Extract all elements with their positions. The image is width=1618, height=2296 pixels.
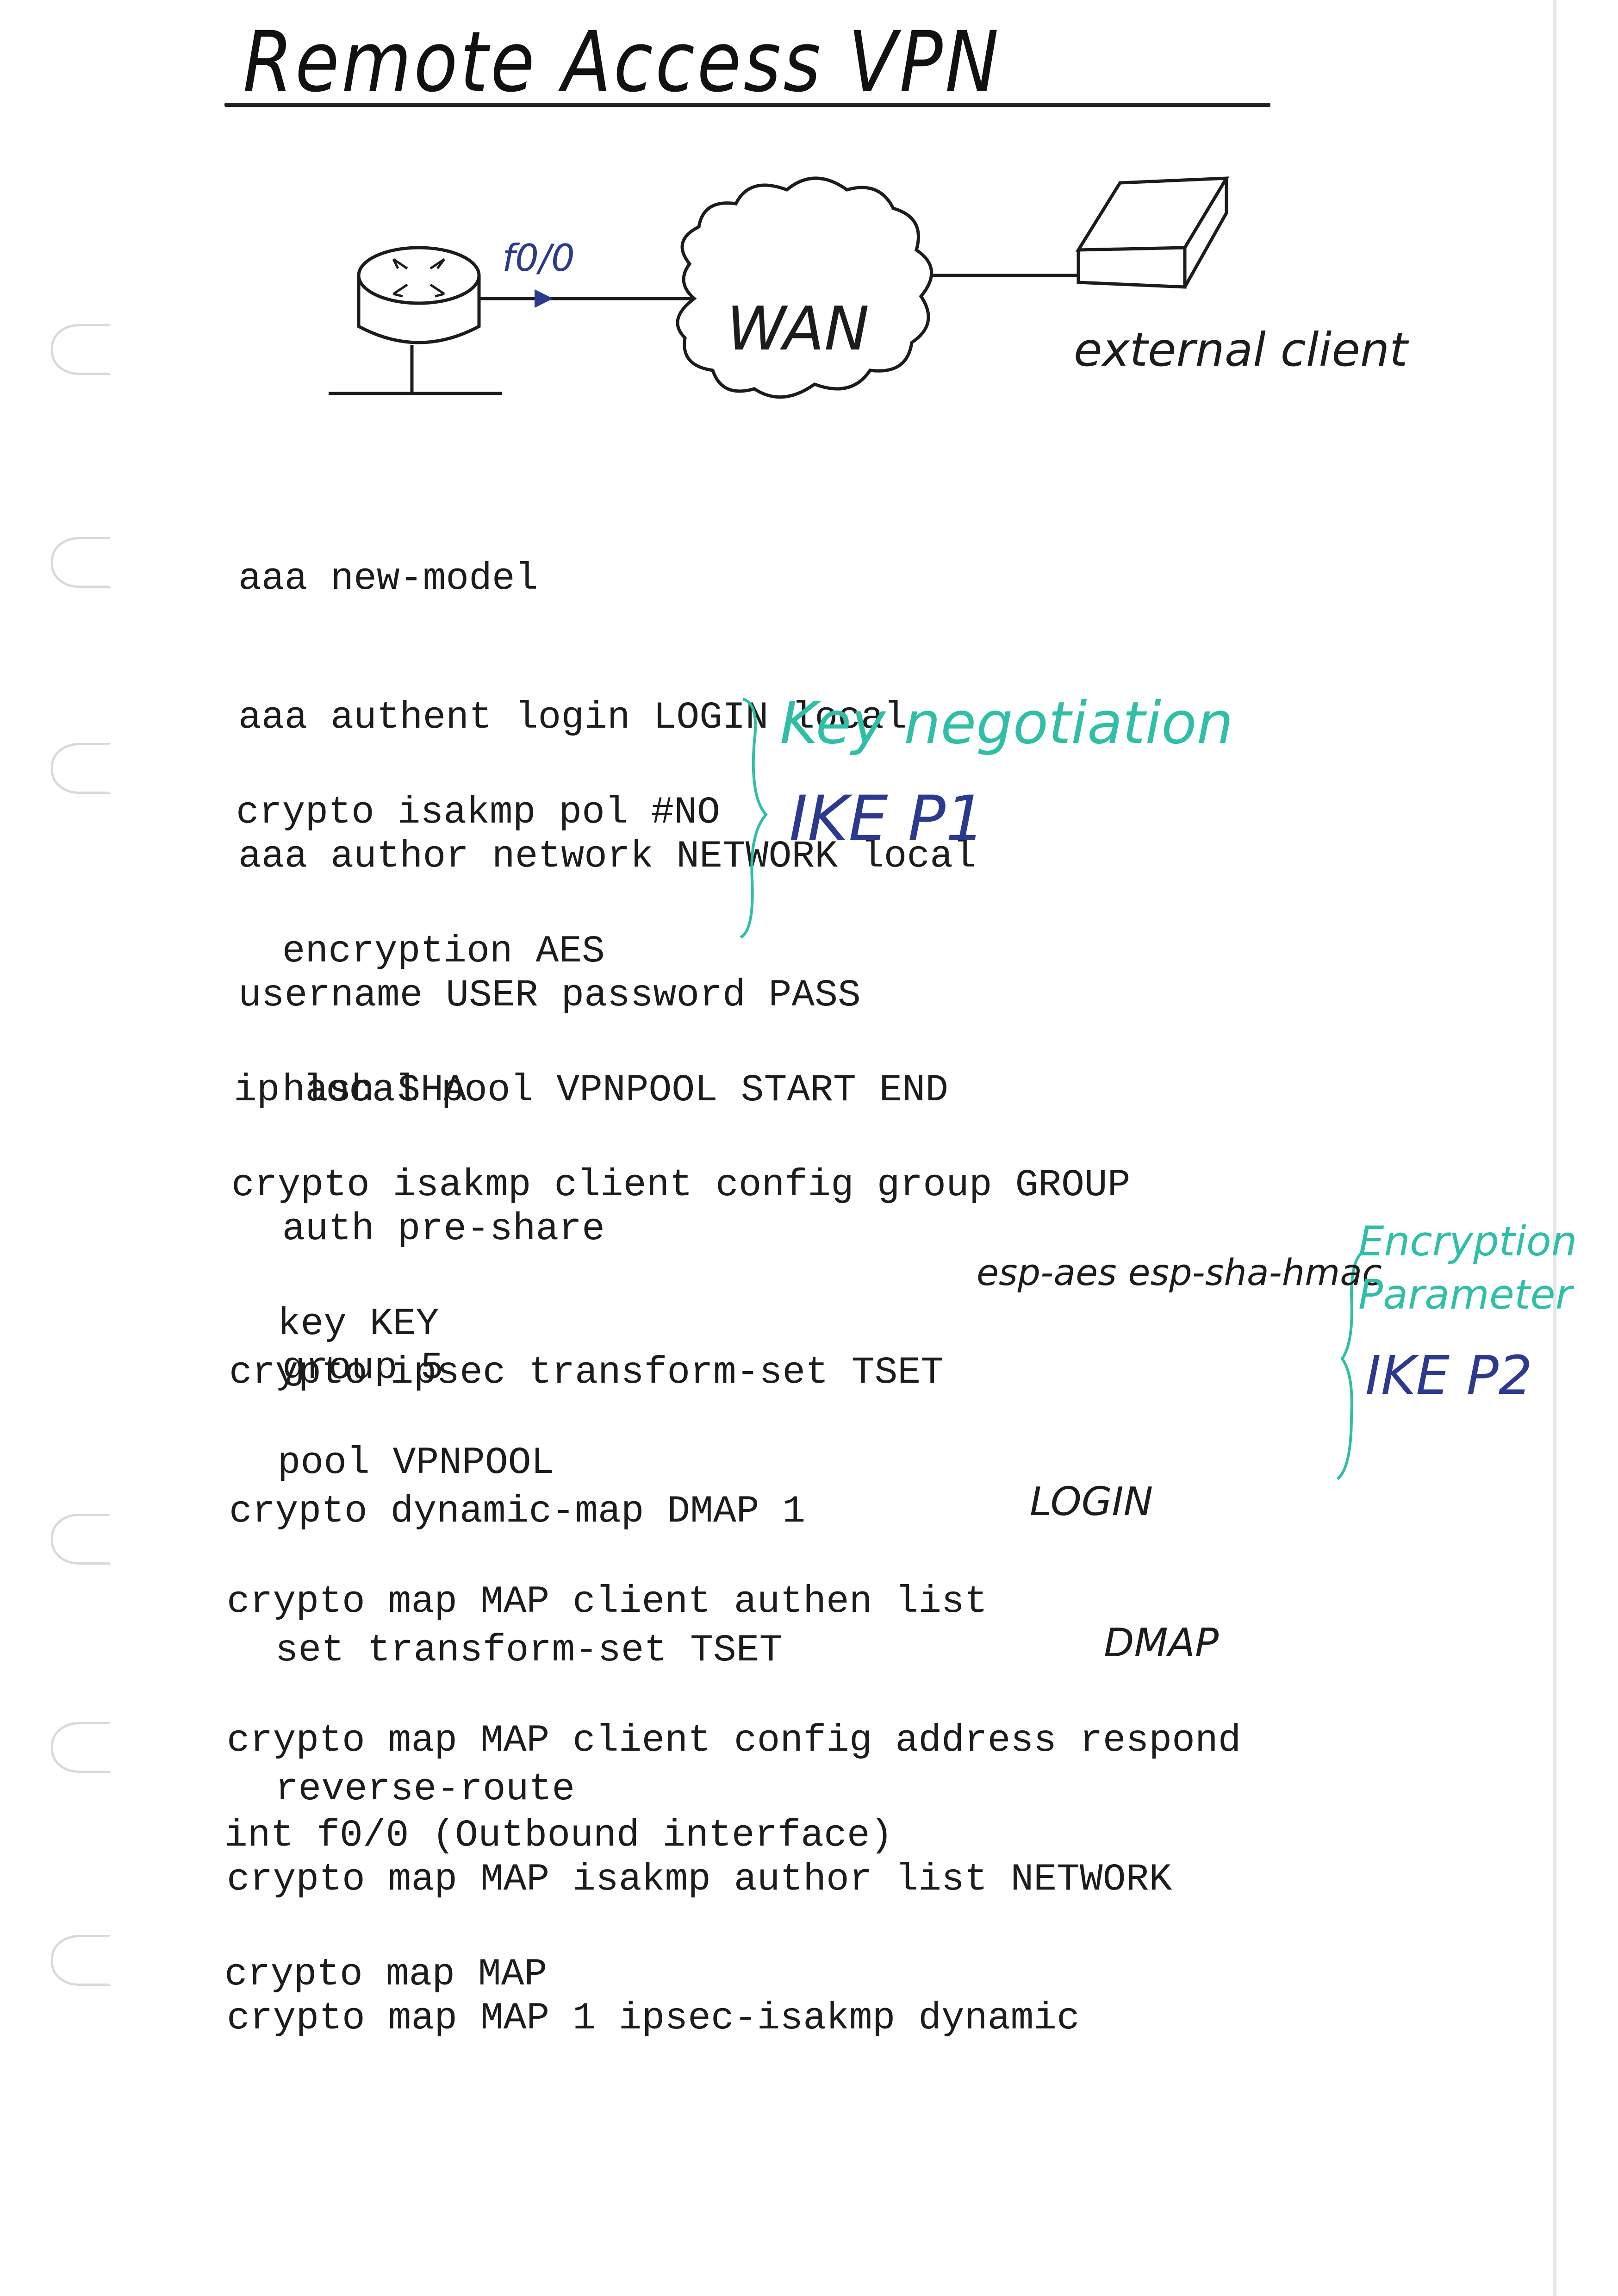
code-line: crypto isakmp pol #NO [236, 791, 720, 834]
link-line [479, 274, 1078, 300]
code-line: username USER password PASS [238, 973, 861, 1017]
binder-hole [51, 1722, 111, 1773]
direction-arrow-icon [535, 289, 553, 308]
transform-set-params-note: esp-aes esp-sha-hmac [977, 1252, 1382, 1294]
crypto-map-block: crypto map MAP client authen list crypto… [227, 1486, 1241, 2134]
interface-block: int f0/0 (Outbound interface) crypto map… [224, 1720, 893, 2090]
router-icon [329, 246, 502, 395]
isakmp-policy-block: crypto isakmp pol #NO encryption AES has… [236, 697, 720, 1484]
code-line: int f0/0 (Outbound interface) [224, 1814, 893, 1857]
phase2-title-note-line1: Encryption [1358, 1217, 1577, 1265]
code-line: ip local pool VPNPOOL START END [234, 1068, 949, 1112]
code-line: crypto dynamic-map DMAP 1 [229, 1490, 806, 1533]
code-line: set transform-set TSET [229, 1628, 783, 1672]
page-edge [1553, 0, 1556, 2296]
code-line: aaa authent login LOGIN local [238, 696, 907, 739]
code-line: reverse-route [229, 1767, 575, 1811]
code-line: crypto map MAP [224, 1953, 548, 1996]
code-line: auth pre-share [236, 1207, 605, 1251]
ipsec-block: crypto ipsec transform-set TSET crypto d… [229, 1257, 944, 1905]
network-diagram: f0/0 WAN external client [329, 176, 1409, 399]
title-underline [224, 103, 1270, 107]
page-title: Remote Access VPN [243, 14, 1002, 111]
phase2-label-note: IKE P2 [1365, 1345, 1533, 1407]
code-line: crypto isakmp client config group GROUP [231, 1163, 1131, 1207]
code-line: aaa author network NETWORK local [238, 835, 976, 878]
code-line: crypto map MAP client config address res… [227, 1719, 1241, 1762]
code-line: key KEY [231, 1302, 439, 1346]
code-line: crypto map MAP isakmp author list NETWOR… [227, 1858, 1172, 1901]
code-line: encryption AES [236, 930, 605, 973]
code-line: hash SHA [236, 1068, 467, 1112]
client-config-block: crypto isakmp client config group GROUP … [231, 1069, 1131, 1578]
code-line: aaa new-model [238, 557, 538, 600]
router-interface-label: f0/0 [502, 237, 575, 280]
phase2-title-note-line2: Parameter [1358, 1271, 1572, 1318]
binder-hole [51, 1514, 111, 1565]
client-device-icon [1075, 176, 1230, 289]
phase1-title-note: Key negotiation [780, 690, 1233, 757]
code-line: crypto map MAP client authen list [227, 1580, 988, 1623]
wan-cloud-icon [676, 176, 933, 399]
binder-hole [51, 324, 111, 375]
dynamic-map-note: DMAP [1104, 1620, 1219, 1666]
wan-label: WAN [727, 293, 869, 364]
aaa-config-block: aaa new-model aaa authent login LOGIN lo… [238, 463, 976, 1111]
code-line: group 5 [236, 1346, 444, 1390]
client-label: external client [1074, 323, 1409, 377]
authen-list-note: LOGIN [1030, 1479, 1153, 1525]
binder-hole [51, 537, 111, 588]
code-line: crypto ipsec transform-set TSET [229, 1351, 944, 1394]
code-line: crypto map MAP 1 ipsec-isakmp dynamic [227, 1997, 1080, 2040]
code-line: pool VPNPOOL [231, 1441, 554, 1485]
phase1-label-note: IKE P1 [789, 782, 985, 855]
binder-hole [51, 1935, 111, 1986]
binder-hole [51, 743, 111, 794]
ip-pool-block: ip local pool VPNPOOL START END [234, 974, 948, 1206]
